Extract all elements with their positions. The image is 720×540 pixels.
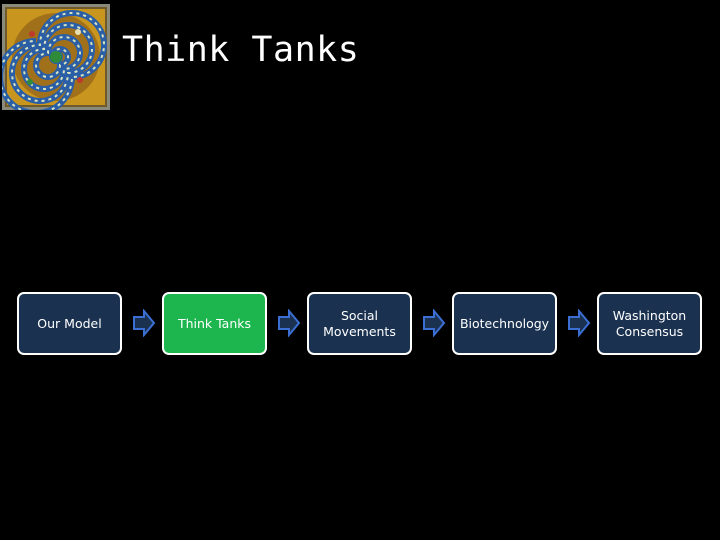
flow-step-think-tanks: Think Tanks: [162, 292, 267, 355]
spiral-mosaic-logo-icon: [2, 4, 110, 110]
flow-step-social-movements: Social Movements: [307, 292, 412, 355]
flow-step-label: Our Model: [37, 315, 102, 331]
flow-step-label: Washington Consensus: [612, 307, 687, 339]
right-arrow-icon: [423, 309, 446, 337]
flow-step-biotechnology: Biotechnology: [452, 292, 557, 355]
flow-step-label: Social Movements: [323, 307, 396, 339]
slide-title: Think Tanks: [122, 30, 360, 70]
flow-step-label: Biotechnology: [459, 315, 550, 331]
right-arrow-icon: [568, 309, 591, 337]
right-arrow-icon: [278, 309, 301, 337]
flow-step-label: Think Tanks: [177, 315, 252, 331]
flow-step-washington-consensus: Washington Consensus: [597, 292, 702, 355]
flow-step-our-model: Our Model: [17, 292, 122, 355]
right-arrow-icon: [133, 309, 156, 337]
